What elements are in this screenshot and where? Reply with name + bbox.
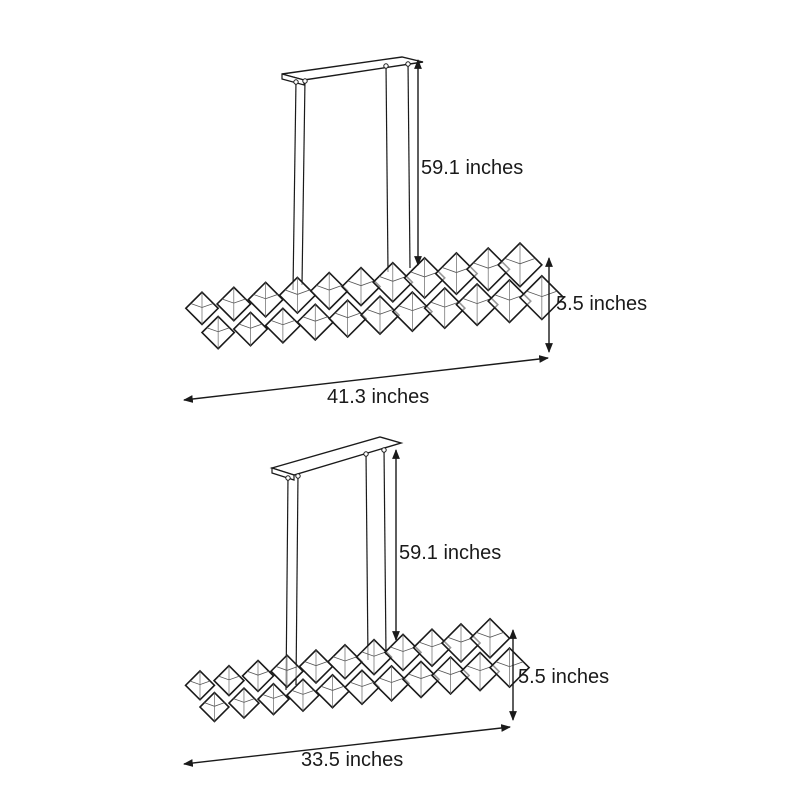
fixture-2-drop-label: 59.1 inches	[399, 542, 502, 564]
fixture-1-suspension-wire	[407, 61, 411, 269]
fixture-1-suspension-wire	[301, 78, 306, 286]
fixture-1-length-arrow	[183, 355, 549, 403]
fixture-1-wire-clamp	[302, 78, 308, 84]
fixture-1-wire-clamp	[405, 61, 411, 67]
fixture-1-wire-clamp	[293, 79, 299, 85]
fixture-1-suspension-wire	[385, 63, 389, 273]
fixture-1-height-label: 5.5 inches	[556, 293, 648, 315]
fixture-2-suspension-wire	[285, 475, 289, 691]
fixture-2-wire-clamp	[285, 475, 291, 481]
fixture-2-suspension-wire	[295, 473, 299, 686]
fixture-2-suspension-wire	[365, 451, 369, 661]
fixture-2-wire-clamp	[363, 451, 369, 457]
fixture-2-length-label: 33.5 inches	[301, 749, 404, 771]
fixture-2-wire-clamp	[381, 447, 387, 453]
fixture-2-height-label: 5.5 inches	[518, 666, 610, 688]
fixture-1-wire-clamp	[383, 63, 389, 69]
fixture-2-wire-clamp	[295, 473, 301, 479]
fixture-1-drop-label: 59.1 inches	[421, 157, 524, 179]
fixture-2-suspension-wire	[383, 447, 387, 656]
fixture-2-canopy	[269, 436, 404, 476]
fixture-1-canopy	[281, 56, 424, 81]
fixture-1-length-label: 41.3 inches	[327, 386, 430, 408]
fixture-1-suspension-wire	[292, 79, 297, 291]
fixture-2-length-arrow	[183, 724, 511, 767]
